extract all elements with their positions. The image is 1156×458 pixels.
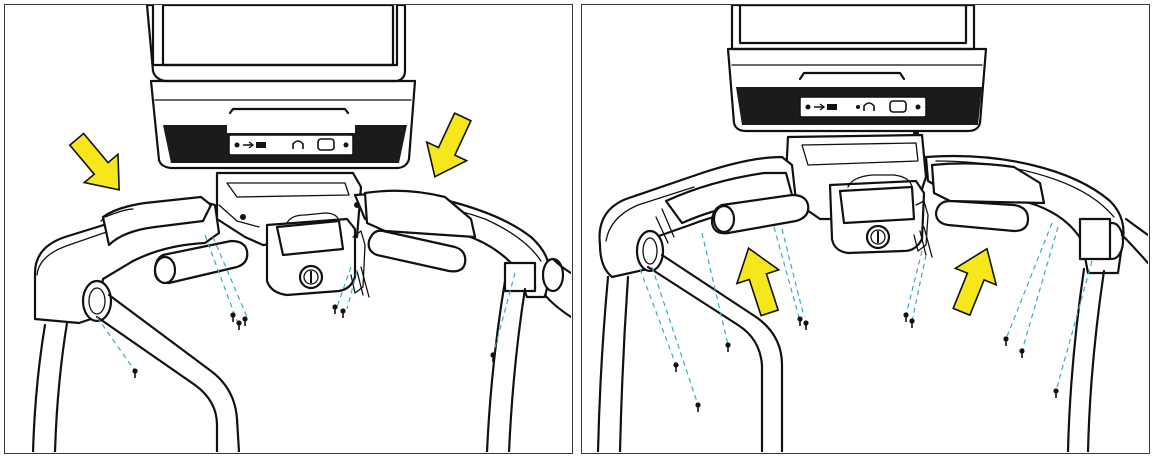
- step-panel-left: [4, 4, 573, 454]
- screw: [797, 316, 803, 326]
- screw: [132, 368, 138, 378]
- arrow-up-icon: [952, 247, 998, 317]
- screw: [1053, 388, 1059, 398]
- arrow-up-icon: [735, 246, 781, 317]
- handlebar-assembly: [598, 154, 1125, 279]
- console-display: [726, 5, 988, 136]
- safety-clip-icon[interactable]: [350, 230, 370, 298]
- headphone-icon: [292, 140, 304, 149]
- screw: [230, 312, 236, 322]
- screws: [673, 312, 1059, 412]
- step-panel-right: [581, 4, 1150, 454]
- screw: [332, 304, 338, 314]
- arrow-down-icon: [68, 132, 120, 191]
- power-button-icon[interactable]: [317, 138, 335, 151]
- handrails: [31, 257, 571, 452]
- key-lock-icon[interactable]: [298, 264, 324, 290]
- screw: [725, 342, 731, 352]
- screw: [695, 402, 701, 412]
- safety-key-housing: [265, 212, 370, 298]
- safety-key-housing: [828, 174, 933, 258]
- screw: [236, 320, 242, 330]
- arrow-down-icon: [425, 112, 472, 178]
- screw: [340, 308, 346, 318]
- screw: [909, 318, 915, 328]
- assembly-illustration-left: [31, 5, 571, 452]
- screw: [673, 362, 679, 372]
- screw: [1019, 348, 1025, 358]
- screw-guide-lines: [639, 222, 1093, 406]
- screw-guide-lines: [96, 234, 516, 372]
- usb-port-icon: [234, 141, 266, 149]
- screw: [803, 320, 809, 330]
- assembly-illustration-right: [596, 5, 1148, 452]
- power-button-icon[interactable]: [889, 100, 907, 113]
- screw: [242, 316, 248, 326]
- screw: [490, 352, 496, 362]
- usb-port-icon: [805, 103, 837, 111]
- screw: [903, 312, 909, 322]
- handlebar-assembly: [33, 189, 565, 325]
- screw: [1003, 336, 1009, 346]
- key-lock-icon[interactable]: [865, 224, 891, 250]
- safety-clip-icon[interactable]: [913, 200, 933, 258]
- screws: [132, 304, 496, 378]
- console-display: [145, 5, 417, 170]
- headphone-icon: [856, 102, 875, 111]
- handrails: [596, 217, 1148, 452]
